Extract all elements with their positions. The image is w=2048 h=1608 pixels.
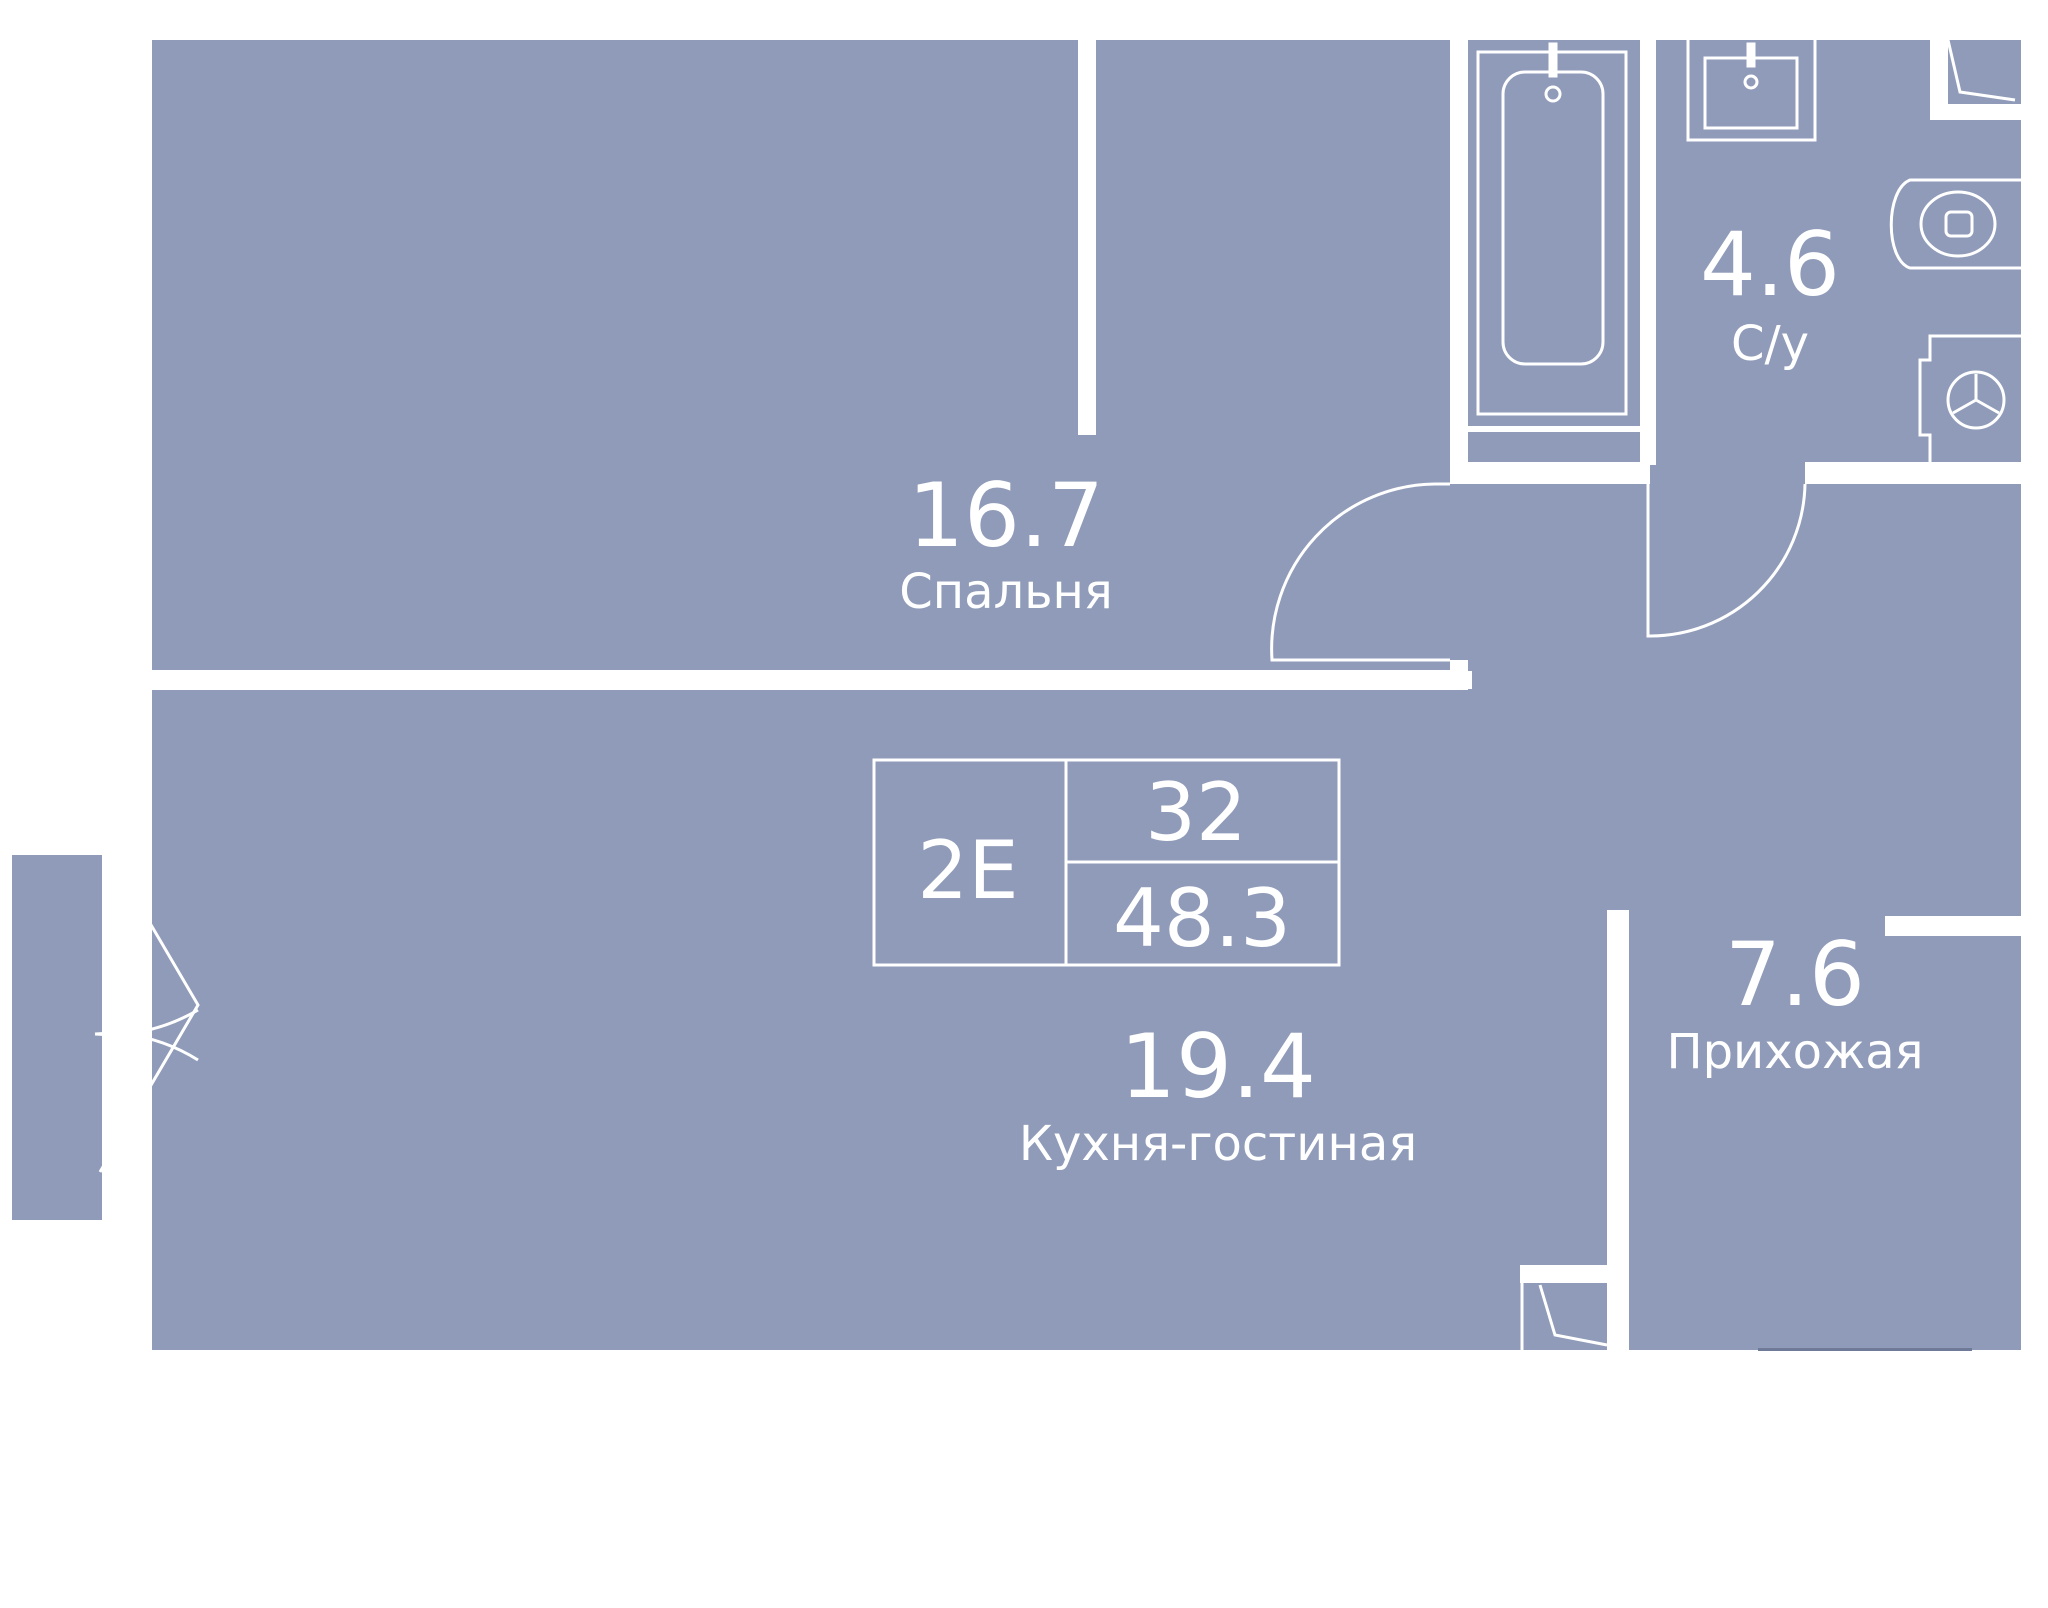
washing-machine-icon — [1918, 334, 2021, 462]
hall-stub-wall — [1885, 916, 2021, 936]
bathroom-name: С/у — [1731, 316, 1809, 372]
apartment-number: 32 — [1145, 766, 1247, 859]
toilet-icon — [1889, 178, 2021, 270]
apartment-badge — [872, 758, 1341, 967]
balcony-floor — [12, 855, 102, 1220]
kitchen-living-floor — [152, 690, 1612, 1350]
apartment-total-area: 48.3 — [1113, 872, 1291, 965]
bedroom-area: 16.7 — [908, 464, 1104, 567]
floor-areas — [12, 40, 2021, 1350]
kitchen-living-name: Кухня-гостиная — [1019, 1116, 1417, 1172]
hall-kitchen-wall — [1607, 910, 1629, 1350]
bathtub-icon — [1466, 42, 1640, 432]
bathroom-floor — [1465, 40, 2021, 470]
bedroom-stub-wall — [1078, 40, 1096, 435]
kitchen-living-area: 19.4 — [1120, 1015, 1316, 1118]
bedroom-bath-wall — [1450, 40, 1468, 480]
walls — [145, 40, 2021, 1350]
balcony-door-icon — [94, 837, 200, 1232]
entrance-door — [1520, 1265, 1610, 1350]
hallway-area: 7.6 — [1725, 923, 1865, 1026]
sink-icon — [1686, 40, 1817, 142]
bedroom-kitchen-wall — [152, 671, 1472, 689]
hallway-bottom-strip — [1758, 1348, 1972, 1351]
bathroom-door — [1646, 483, 1807, 638]
bathroom-area: 4.6 — [1700, 213, 1840, 316]
bath-lower-wall — [1450, 462, 1650, 484]
left-window-line — [145, 130, 148, 525]
bedroom-door-jamb — [1450, 660, 1468, 690]
bedroom-name: Спальня — [899, 564, 1113, 620]
shaft-detail — [1930, 39, 2021, 120]
hallway-name: Прихожая — [1666, 1024, 1923, 1080]
bath-hall-wall-right — [1805, 462, 2021, 484]
bedroom-door — [1270, 482, 1450, 662]
hallway-floor — [1465, 470, 2021, 1350]
bath-partition — [1640, 40, 1656, 465]
apartment-type: 2Е — [917, 824, 1018, 917]
bedroom-floor — [152, 40, 1472, 670]
